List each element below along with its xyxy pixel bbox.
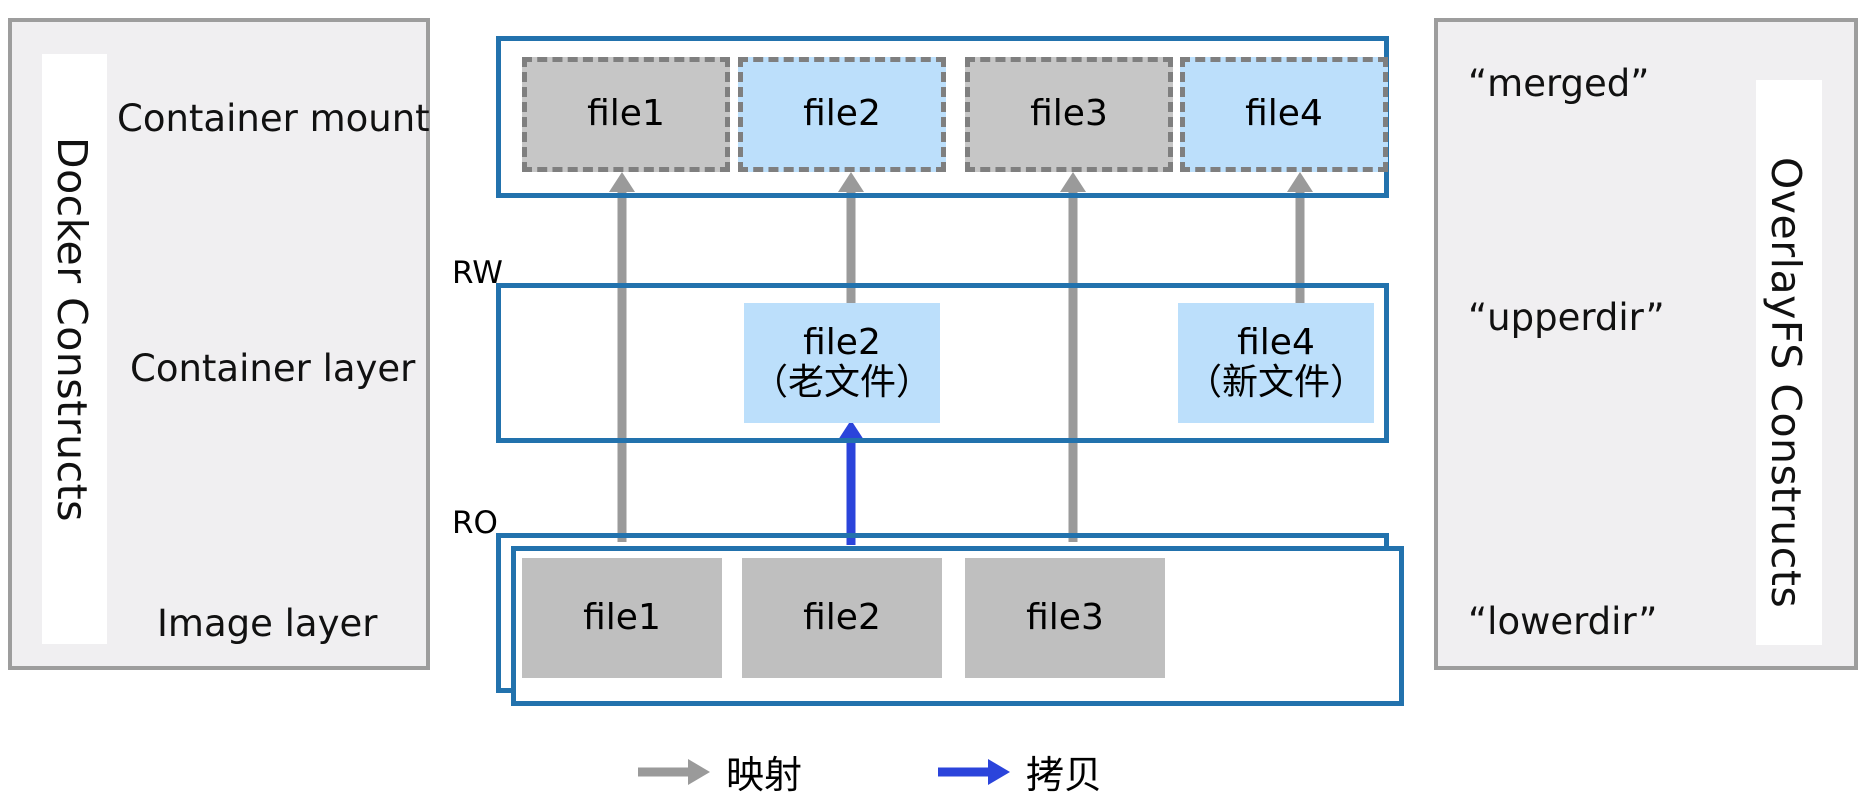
mapping-arrow-icon bbox=[638, 758, 710, 785]
image-layer-file2-box: file2 bbox=[742, 558, 942, 678]
overlayfs-constructs-panel: OverlayFS Constructs “merged” “upperdir”… bbox=[1434, 18, 1858, 670]
merged-file2-box: file2 bbox=[738, 57, 946, 172]
container-layer-file4-name: file4 bbox=[1237, 321, 1315, 363]
row-label-merged: “merged” bbox=[1468, 62, 1650, 105]
ro-tag: RO bbox=[452, 505, 498, 541]
row-label-container-mount: Container mount bbox=[117, 97, 430, 140]
merged-file4-box: file4 bbox=[1180, 57, 1388, 172]
row-label-container-layer: Container layer bbox=[130, 347, 416, 390]
rw-tag: RW bbox=[452, 255, 503, 291]
overlayfs-constructs-strip bbox=[1756, 80, 1822, 645]
row-label-lowerdir: “lowerdir” bbox=[1468, 600, 1658, 643]
container-layer-file2-box: file2 （老文件） bbox=[744, 303, 940, 423]
merged-file3-box: file3 bbox=[965, 57, 1173, 172]
merged-file1-box: file1 bbox=[522, 57, 730, 172]
container-layer-box bbox=[496, 283, 1389, 443]
overlayfs-constructs-label: OverlayFS Constructs bbox=[1762, 157, 1810, 609]
mapping-arrow-file4 bbox=[1285, 172, 1315, 312]
container-layer-file4-box: file4 （新文件） bbox=[1178, 303, 1374, 423]
container-layer-file2-note: （老文件） bbox=[751, 362, 932, 403]
docker-constructs-panel: Docker Constructs Container mount Contai… bbox=[8, 18, 430, 670]
row-label-image-layer: Image layer bbox=[157, 602, 378, 645]
copy-arrow-file2 bbox=[836, 420, 866, 545]
legend-item-mapping: 映射 bbox=[638, 744, 802, 799]
legend-label-mapping: 映射 bbox=[726, 753, 803, 797]
image-layer-file3-box: file3 bbox=[965, 558, 1165, 678]
copy-arrow-icon bbox=[938, 758, 1010, 785]
legend-item-copy: 拷贝 bbox=[938, 744, 1102, 799]
legend-label-copy: 拷贝 bbox=[1026, 753, 1103, 797]
container-layer-file4-note: （新文件） bbox=[1185, 362, 1366, 403]
mapping-arrow-file3 bbox=[1058, 172, 1088, 542]
image-layer-file1-box: file1 bbox=[522, 558, 722, 678]
docker-constructs-label: Docker Constructs bbox=[48, 137, 96, 523]
mapping-arrow-file2 bbox=[836, 172, 866, 312]
docker-constructs-strip bbox=[42, 54, 107, 644]
container-layer-file2-name: file2 bbox=[803, 321, 881, 363]
row-label-upperdir: “upperdir” bbox=[1468, 296, 1665, 339]
mapping-arrow-file1 bbox=[607, 172, 637, 542]
